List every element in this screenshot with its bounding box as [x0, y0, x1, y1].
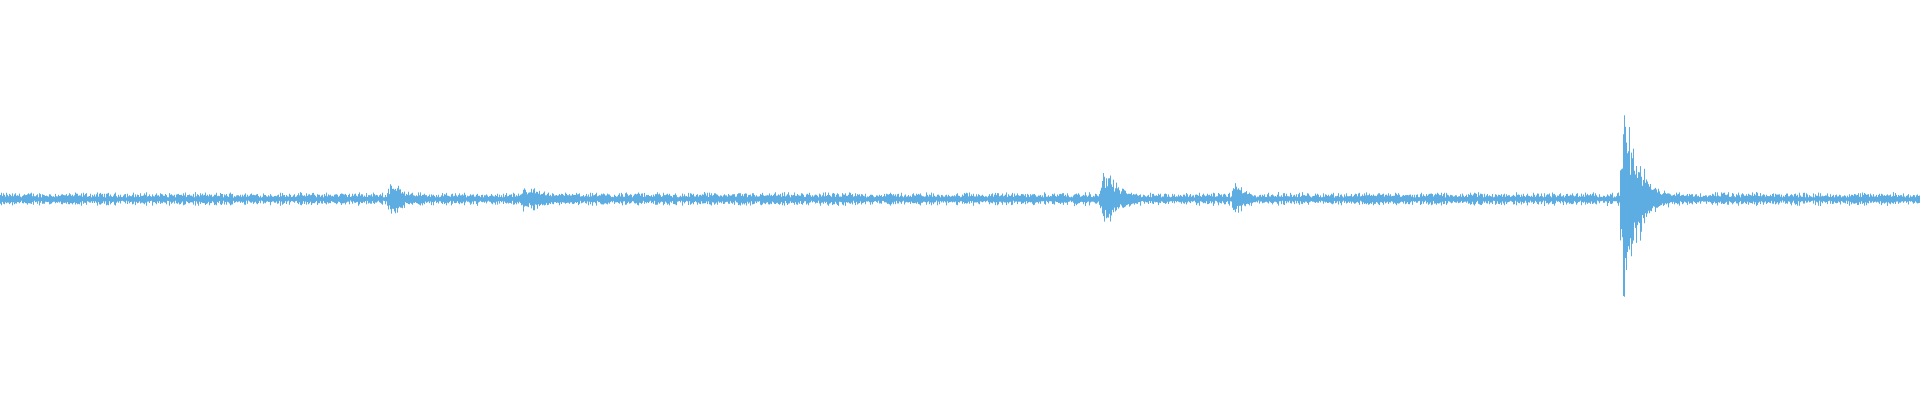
waveform-trace: [0, 115, 1920, 297]
